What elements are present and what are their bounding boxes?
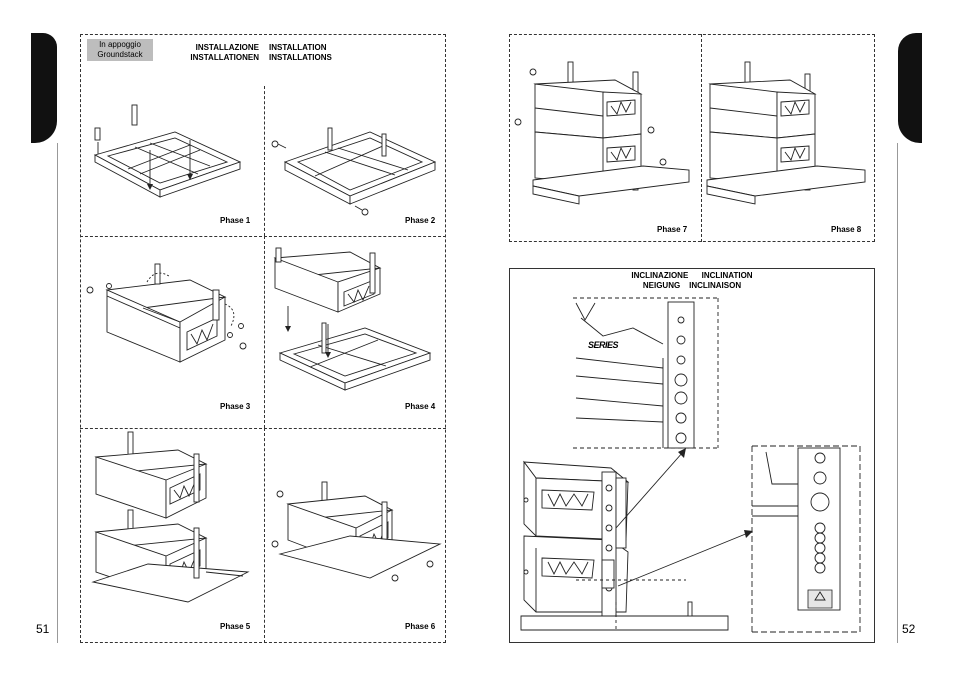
phase-4-illustration bbox=[273, 247, 432, 391]
phase-5-label: Phase 5 bbox=[220, 622, 251, 631]
column-divider-row-2 bbox=[264, 236, 265, 428]
column-divider-row-1 bbox=[264, 86, 265, 236]
phase-1-illustration bbox=[93, 104, 242, 198]
right-page-tab bbox=[898, 33, 922, 143]
heading-german: INSTALLATIONEN bbox=[190, 53, 259, 62]
installation-frame bbox=[80, 34, 446, 643]
phase-2-illustration bbox=[271, 127, 437, 216]
phase-7-8-divider bbox=[701, 34, 702, 242]
phase-7-illustration bbox=[514, 61, 690, 205]
phases-7-8-frame bbox=[509, 34, 875, 242]
heading-english: INSTALLATION bbox=[269, 43, 327, 52]
row-divider-2 bbox=[80, 428, 446, 429]
phase-5-illustration bbox=[91, 431, 250, 603]
heading-neigung: NEIGUNG bbox=[642, 281, 681, 290]
phase-1-label: Phase 1 bbox=[220, 216, 251, 225]
left-margin-line bbox=[57, 143, 58, 643]
phase-7-label: Phase 7 bbox=[657, 225, 688, 234]
installation-heading-col1: INSTALLAZIONE INSTALLATIONEN bbox=[179, 43, 259, 63]
phase-6-label: Phase 6 bbox=[405, 622, 436, 631]
heading-italian: INSTALLAZIONE bbox=[195, 43, 259, 52]
row-divider-1 bbox=[80, 236, 446, 237]
detail-zoom-plate bbox=[751, 445, 861, 633]
phase-8-label: Phase 8 bbox=[831, 225, 862, 234]
left-page-tab bbox=[31, 33, 57, 143]
phase-3-illustration bbox=[86, 263, 247, 363]
heading-inclinaison: INCLINAISON bbox=[689, 281, 742, 290]
phase-2-label: Phase 2 bbox=[405, 216, 436, 225]
left-page-number: 51 bbox=[36, 622, 50, 636]
right-page-number: 52 bbox=[902, 622, 916, 636]
badge-line-2: Groundstack bbox=[97, 50, 143, 59]
series-label: SERIES bbox=[588, 340, 619, 350]
inclination-heading: INCLINAZIONE INCLINATION NEIGUNG INCLINA… bbox=[509, 271, 875, 291]
badge-line-1: In appoggio bbox=[99, 40, 141, 49]
inclination-frame bbox=[509, 268, 875, 643]
heading-inclinazione: INCLINAZIONE bbox=[631, 271, 689, 280]
column-divider-row-3 bbox=[264, 428, 265, 643]
phase-4-label: Phase 4 bbox=[405, 402, 436, 411]
groundstack-badge: In appoggio Groundstack bbox=[87, 39, 153, 61]
heading-french: INSTALLATIONS bbox=[269, 53, 332, 62]
right-margin-line bbox=[897, 143, 898, 643]
inclination-illustration bbox=[520, 460, 729, 631]
installation-heading-col2: INSTALLATION INSTALLATIONS bbox=[269, 43, 359, 63]
phase-6-illustration bbox=[271, 481, 442, 582]
detail-zoom-bracket bbox=[573, 297, 719, 449]
phase-3-label: Phase 3 bbox=[220, 402, 251, 411]
phase-8-illustration bbox=[706, 61, 866, 205]
heading-inclination: INCLINATION bbox=[701, 271, 753, 280]
